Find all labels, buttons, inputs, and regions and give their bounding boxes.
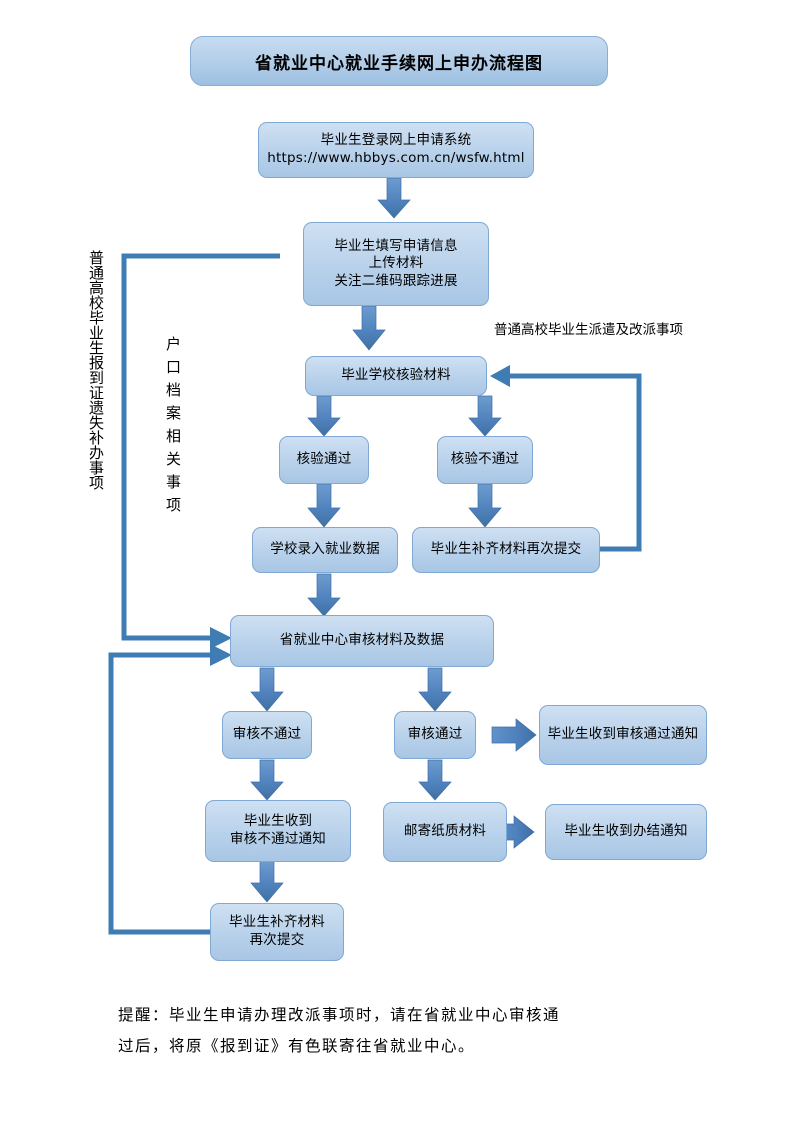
side-label-household-file: 户口档案相关事项: [164, 336, 182, 520]
node-school-verify-label: 毕业学校核验材料: [341, 367, 451, 384]
node-school-verify[interactable]: 毕业学校核验材料: [305, 356, 487, 396]
arrow-schoolverify-to-fail: [468, 395, 502, 437]
label-dispatch-branch: 普通高校毕业生派遣及改派事项: [494, 322, 683, 338]
footer-note-line1: 提醒：毕业生申请办理改派事项时，请在省就业中心审核通: [118, 1006, 561, 1024]
arrow-fillform-to-schoolverify: [352, 305, 386, 351]
node-notify-fail-line2: 审核不通过通知: [230, 831, 326, 847]
node-notify-pass-label: 毕业生收到审核通过通知: [547, 726, 699, 743]
node-mail-paper[interactable]: 邮寄纸质材料: [383, 802, 507, 862]
side-label-lost-certificate: 普通高校毕业生报到证遗失补办事项: [87, 250, 105, 490]
node-notify-pass[interactable]: 毕业生收到审核通过通知: [539, 705, 707, 765]
node-school-enter-data[interactable]: 学校录入就业数据: [252, 527, 398, 573]
node-review-pass[interactable]: 审核通过: [394, 711, 476, 759]
node-notify-done[interactable]: 毕业生收到办结通知: [545, 804, 707, 860]
node-fill-form[interactable]: 毕业生填写申请信息 上传材料 关注二维码跟踪进展: [303, 222, 489, 306]
node-login-line1: 毕业生登录网上申请系统: [320, 132, 472, 149]
node-verify-fail[interactable]: 核验不通过: [437, 436, 533, 484]
arrow-pass-to-enterdata: [307, 483, 341, 528]
arrow-reviewfail-to-notifyfail: [250, 759, 284, 801]
node-verify-pass-label: 核验通过: [296, 451, 352, 468]
node-resubmit-school[interactable]: 毕业生补齐材料再次提交: [412, 527, 600, 573]
node-review-fail[interactable]: 审核不通过: [222, 711, 312, 759]
node-fill-form-line3: 关注二维码跟踪进展: [334, 272, 458, 289]
footer-note-line2: 过后，将原《报到证》有色联寄往省就业中心。: [118, 1037, 476, 1055]
node-center-review[interactable]: 省就业中心审核材料及数据: [230, 615, 494, 667]
node-fill-form-line1: 毕业生填写申请信息: [334, 237, 458, 254]
node-mail-paper-label: 邮寄纸质材料: [403, 823, 487, 840]
node-resubmit-center[interactable]: 毕业生补齐材料 再次提交: [210, 903, 344, 961]
page-title: 省就业中心就业手续网上申办流程图: [190, 36, 608, 86]
arrow-enterdata-to-centerreview: [307, 573, 341, 617]
node-notify-fail[interactable]: 毕业生收到 审核不通过通知: [205, 800, 351, 862]
arrow-reviewpass-to-notifypass: [491, 718, 537, 752]
arrow-notifyfail-to-resubmitcenter: [250, 860, 284, 903]
node-school-enter-data-label: 学校录入就业数据: [270, 541, 380, 558]
node-review-pass-label: 审核通过: [407, 726, 463, 743]
node-notify-done-label: 毕业生收到办结通知: [564, 823, 688, 840]
arrow-login-to-fillform: [377, 177, 411, 219]
node-resubmit-school-label: 毕业生补齐材料再次提交: [430, 541, 582, 558]
connector-fillform-to-centerreview-loop: [121, 253, 280, 649]
node-resubmit-center-line2: 再次提交: [249, 932, 305, 948]
arrow-reviewpass-to-mailpaper: [418, 759, 452, 801]
node-center-review-label: 省就业中心审核材料及数据: [279, 632, 445, 649]
arrow-schoolverify-to-pass: [307, 395, 341, 437]
node-review-fail-label: 审核不通过: [232, 726, 302, 743]
node-login[interactable]: 毕业生登录网上申请系统 https://www.hbbys.com.cn/wsf…: [258, 122, 534, 178]
arrow-centerreview-to-reviewpass: [418, 667, 452, 712]
node-fill-form-line2: 上传材料: [368, 255, 424, 272]
node-verify-fail-label: 核验不通过: [450, 451, 520, 468]
node-verify-pass[interactable]: 核验通过: [279, 436, 369, 484]
node-notify-fail-line1: 毕业生收到: [243, 813, 313, 830]
node-login-line2: https://www.hbbys.com.cn/wsfw.html: [267, 150, 525, 166]
node-resubmit-center-line1: 毕业生补齐材料: [229, 914, 325, 931]
footer-note: 提醒：毕业生申请办理改派事项时，请在省就业中心审核通 过后，将原《报到证》有色联…: [118, 1000, 698, 1062]
arrow-fail-to-resubmit: [468, 483, 502, 528]
arrow-centerreview-to-reviewfail: [250, 667, 284, 712]
connector-resubmitcenter-to-centerreview-loop: [108, 644, 250, 935]
